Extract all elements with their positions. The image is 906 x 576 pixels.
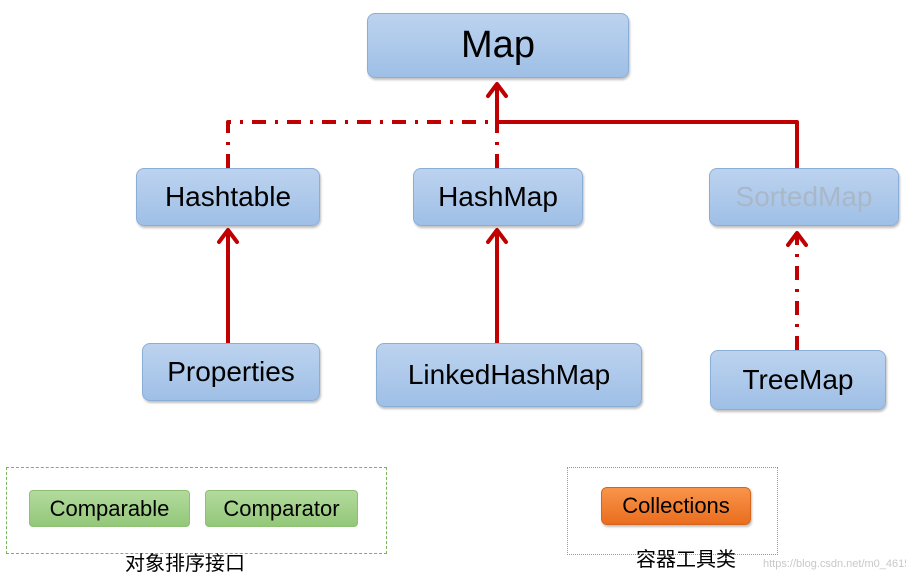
arrowhead-sortedmap bbox=[786, 231, 808, 247]
node-map: Map bbox=[367, 13, 629, 78]
arrowhead-map bbox=[486, 82, 508, 98]
edge-sortedmap-to-map bbox=[495, 84, 799, 169]
node-collections: Collections bbox=[601, 487, 751, 525]
node-comparable: Comparable bbox=[29, 490, 190, 527]
node-hashtable: Hashtable bbox=[136, 168, 320, 226]
edge-hashtable-to-map bbox=[226, 120, 497, 168]
node-hashmap: HashMap bbox=[413, 168, 583, 226]
node-treemap: TreeMap bbox=[710, 350, 886, 410]
group-sorting-caption: 对象排序接口 bbox=[125, 551, 245, 575]
group-utility-classes bbox=[567, 467, 778, 555]
group-sorting-interfaces bbox=[6, 467, 387, 554]
arrowhead-hashtable bbox=[217, 228, 239, 244]
watermark-text: https://blog.csdn.net/m0_4615 bbox=[763, 558, 906, 570]
node-properties: Properties bbox=[142, 343, 320, 401]
node-linkedhashmap: LinkedHashMap bbox=[376, 343, 642, 407]
node-comparator: Comparator bbox=[205, 490, 358, 527]
arrowhead-hashmap bbox=[486, 228, 508, 244]
group-utility-caption: 容器工具类 bbox=[636, 547, 736, 571]
node-sortedmap: SortedMap bbox=[709, 168, 899, 226]
